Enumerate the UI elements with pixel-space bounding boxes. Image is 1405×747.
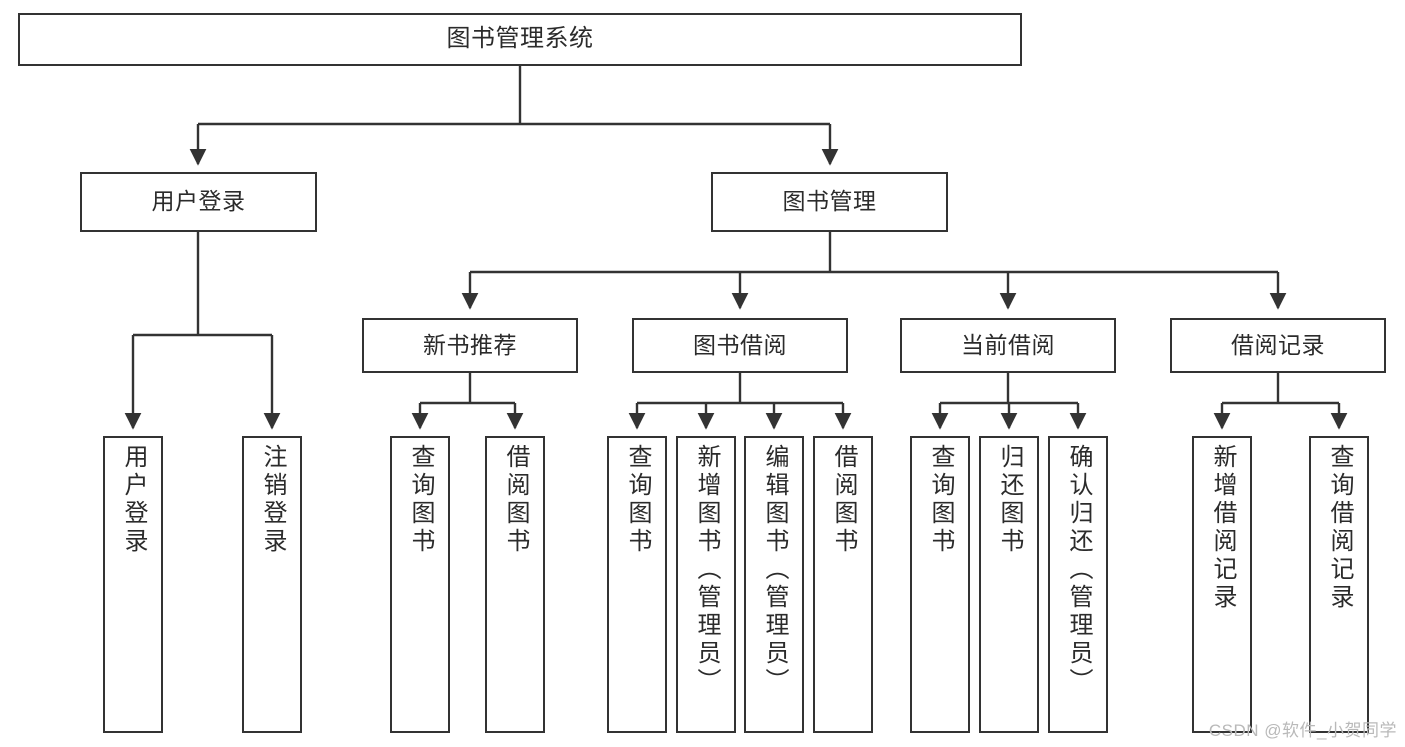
node-book-borrowing[interactable]: 图书借阅 — [632, 318, 848, 373]
node-label: 新增图书（管理员） — [693, 444, 720, 696]
node-current-borrowing[interactable]: 当前借阅 — [900, 318, 1116, 373]
node-label: 新书推荐 — [423, 331, 517, 358]
leaf-current-return-books[interactable]: 归还图书 — [979, 436, 1039, 733]
node-label: 借阅图书 — [502, 444, 529, 556]
node-label: 查询图书 — [927, 444, 954, 556]
node-label: 查询图书 — [407, 444, 434, 556]
leaf-record-add-borrow-record[interactable]: 新增借阅记录 — [1192, 436, 1252, 733]
leaf-user-login[interactable]: 用户登录 — [103, 436, 163, 733]
leaf-borrow-borrow-books[interactable]: 借阅图书 — [813, 436, 873, 733]
node-label: 编辑图书（管理员） — [761, 444, 788, 696]
leaf-newbook-borrow-books[interactable]: 借阅图书 — [485, 436, 545, 733]
node-label: 借阅图书 — [830, 444, 857, 556]
node-label: 查询图书 — [624, 444, 651, 556]
leaf-record-query-borrow-record[interactable]: 查询借阅记录 — [1309, 436, 1369, 733]
leaf-logout[interactable]: 注销登录 — [242, 436, 302, 733]
leaf-borrow-edit-book-admin[interactable]: 编辑图书（管理员） — [744, 436, 804, 733]
leaf-current-query-books[interactable]: 查询图书 — [910, 436, 970, 733]
node-label: 查询借阅记录 — [1326, 444, 1353, 612]
node-label: 图书管理系统 — [446, 25, 594, 53]
node-label: 图书借阅 — [693, 331, 787, 358]
node-user-login[interactable]: 用户登录 — [80, 172, 317, 232]
leaf-borrow-add-book-admin[interactable]: 新增图书（管理员） — [676, 436, 736, 733]
node-label: 用户登录 — [120, 444, 147, 556]
node-label: 注销登录 — [259, 444, 286, 556]
node-label: 确认归还（管理员） — [1065, 444, 1092, 696]
node-label: 图书管理 — [782, 188, 877, 215]
node-new-book-recommendation[interactable]: 新书推荐 — [362, 318, 578, 373]
node-label: 新增借阅记录 — [1209, 444, 1236, 612]
leaf-current-confirm-return-admin[interactable]: 确认归还（管理员） — [1048, 436, 1108, 733]
node-book-management[interactable]: 图书管理 — [711, 172, 948, 232]
csdn-watermark: CSDN @软件_小贺同学 — [1208, 721, 1397, 740]
node-borrowing-record[interactable]: 借阅记录 — [1170, 318, 1386, 373]
node-label: 借阅记录 — [1231, 331, 1325, 358]
node-label: 用户登录 — [151, 188, 246, 215]
node-root-book-management-system[interactable]: 图书管理系统 — [18, 13, 1022, 66]
leaf-newbook-query-books[interactable]: 查询图书 — [390, 436, 450, 733]
node-label: 当前借阅 — [961, 331, 1055, 358]
node-label: 归还图书 — [996, 444, 1023, 556]
leaf-borrow-query-books[interactable]: 查询图书 — [607, 436, 667, 733]
